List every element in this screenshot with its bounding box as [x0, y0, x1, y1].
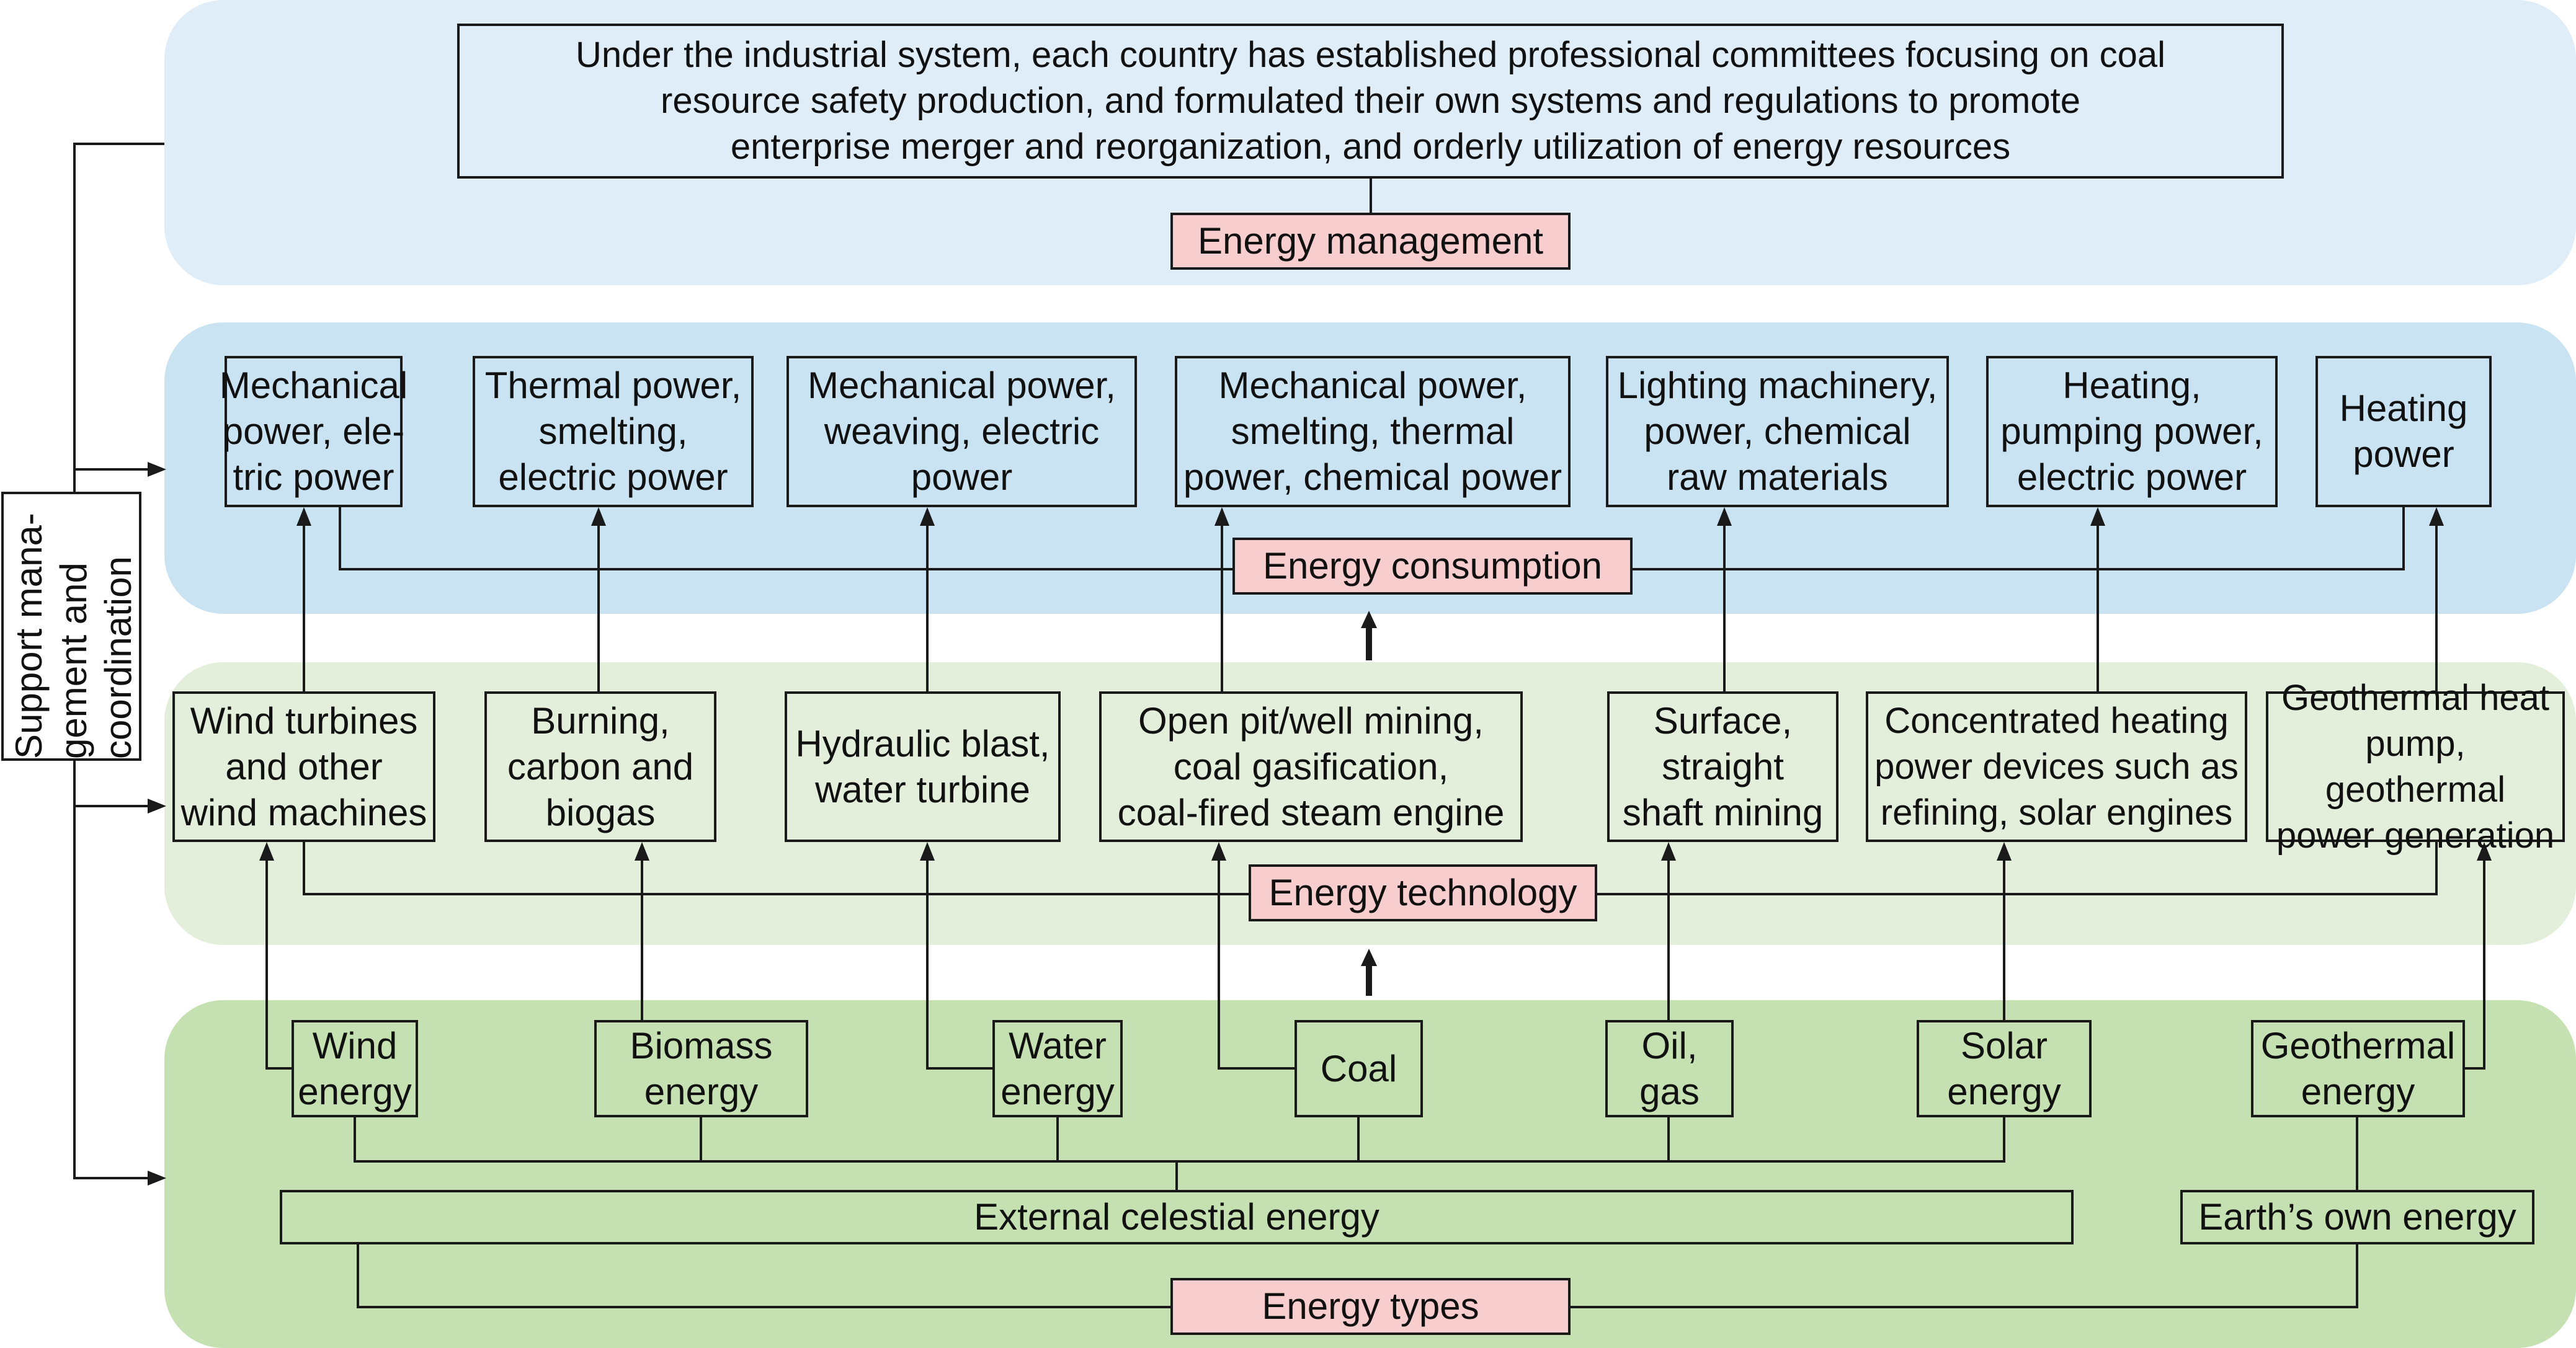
tech-to-consumption-arrowhead: [2429, 507, 2444, 526]
earths-own-energy-box: Earth’s own energy: [2180, 1190, 2534, 1244]
technology-item: Open pit/well mining, coal gasification,…: [1099, 691, 1523, 842]
solar-to-tech-arrowhead: [1997, 842, 2012, 861]
tech-to-consumption-arrowhead: [296, 507, 311, 526]
oilgas-to-tech-arrowhead: [1661, 842, 1676, 861]
technology-item: Burning, carbon and biogas: [484, 691, 716, 842]
technology-bus-right: [1597, 842, 2438, 895]
technology-item: Concentrated heating power devices such …: [1866, 691, 2247, 842]
coal-to-tech-arrowhead: [1211, 842, 1226, 861]
consumption-item: Mechanical power, smelting, thermal powe…: [1175, 356, 1571, 507]
external-celestial-energy-box: External celestial energy: [280, 1190, 2074, 1244]
energy-type-item: Coal: [1295, 1020, 1423, 1117]
tech-to-consumption-arrowhead: [591, 507, 606, 526]
technology-item: Wind turbines and other wind machines: [172, 691, 435, 842]
consumption-item: Lighting machinery, power, chemical raw …: [1606, 356, 1949, 507]
consumption-item: Heating power: [2315, 356, 2492, 507]
support-line-bottom: [73, 761, 149, 1179]
consumption-bus-left: [339, 507, 1232, 570]
technology-item: Geothermal heat pump, geothermal power g…: [2266, 678, 2565, 856]
types-label-left: [357, 1244, 1170, 1308]
flow-arrow-tech-to-consumption: [1361, 611, 1377, 660]
arrowheads-group: [148, 462, 2492, 1186]
consumption-bus-right: [1633, 507, 2405, 570]
energy-type-item: Wind energy: [292, 1020, 418, 1117]
consumption-item: Heating, pumping power, electric power: [1986, 356, 2278, 507]
tech-to-consumption-arrowhead: [2090, 507, 2105, 526]
types-label-right: [1571, 1244, 2358, 1308]
energy-consumption-label: Energy consumption: [1232, 538, 1633, 595]
support-management-coordination-box: Support mana- gement and coordination: [1, 492, 141, 761]
consumption-item: Mechanical power, weaving, electric powe…: [787, 356, 1137, 507]
technology-item: Surface, straight shaft mining: [1607, 691, 1838, 842]
energy-type-item: Biomass energy: [594, 1020, 808, 1117]
water-to-tech-arrowhead: [920, 842, 935, 861]
consumption-item: Thermal power, smelting, electric power: [473, 356, 754, 507]
wind-to-tech-line: [265, 859, 292, 1070]
tech-to-consumption-arrowhead: [1717, 507, 1732, 526]
coal-to-tech-line: [1218, 859, 1295, 1070]
support-line-top: [73, 143, 164, 492]
support-arrow-technology: [148, 799, 166, 814]
technology-item: Hydraulic blast, water turbine: [785, 691, 1061, 842]
energy-type-item: Solar energy: [1917, 1020, 2092, 1117]
connector-lines-group: [73, 143, 2485, 1308]
energy-type-item: Geothermal energy: [2251, 1020, 2465, 1117]
wind-to-tech-arrowhead: [259, 842, 274, 861]
water-to-tech-line: [926, 859, 992, 1070]
flow-arrow-types-to-tech: [1361, 949, 1377, 996]
support-management-coordination-label: Support mana- gement and coordination: [8, 513, 139, 759]
tech-to-consumption-arrowhead: [1214, 507, 1229, 526]
energy-management-label: Energy management: [1170, 213, 1571, 270]
geothermal-to-tech-line: [2465, 859, 2485, 1070]
consumption-item: Mechanical power, ele- tric power: [220, 356, 408, 507]
energy-technology-label: Energy technology: [1249, 864, 1597, 921]
technology-bus-left: [303, 842, 1249, 895]
support-arrow-types: [148, 1171, 166, 1186]
geothermal-to-tech-arrowhead: [2477, 842, 2492, 861]
biomass-to-tech-arrowhead: [635, 842, 649, 861]
support-arrow-consumption: [148, 462, 166, 477]
energy-type-item: Water energy: [992, 1020, 1123, 1117]
tech-to-consumption-arrowhead: [920, 507, 935, 526]
management-description-box: Under the industrial system, each countr…: [457, 24, 2284, 179]
energy-type-item: Oil, gas: [1605, 1020, 1734, 1117]
energy-types-label: Energy types: [1170, 1278, 1571, 1335]
celestial-bus: [354, 1117, 2005, 1163]
